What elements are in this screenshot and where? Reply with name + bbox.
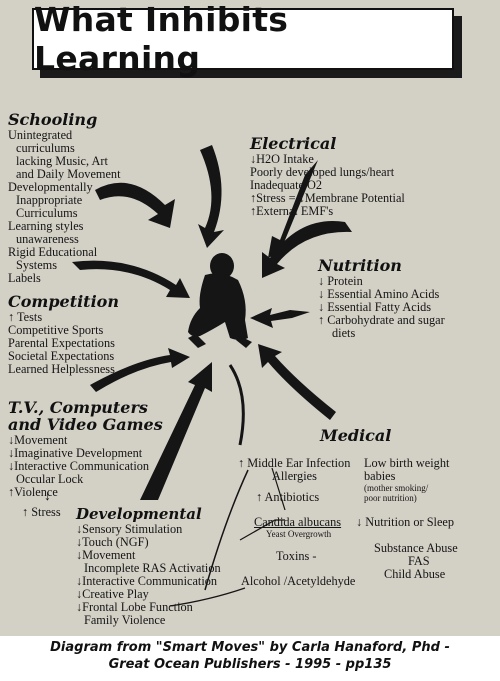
list-item: ↓Sensory Stimulation <box>76 521 183 536</box>
developmental-section: Developmental ↓Sensory Stimulation ↓Touc… <box>76 505 221 627</box>
caption: Diagram from "Smart Moves" by Carla Hana… <box>0 636 500 681</box>
arrow-from-upper-right <box>262 221 352 278</box>
schooling-section: Schooling Unintegrated curriculums lacki… <box>8 110 121 285</box>
list-item: unawareness <box>16 231 79 246</box>
electrical-list: ↓H2O Intake Poorly developed lungs/heart… <box>250 151 405 218</box>
electrical-section: Electrical ↓H2O Intake Poorly developed … <box>250 134 405 218</box>
caption-line-1: Diagram from "Smart Moves" by Carla Hana… <box>50 640 450 655</box>
medical-nutrition-sleep: ↓ Nutrition or Sleep <box>356 515 455 529</box>
medical-substance: Substance Abuse <box>374 541 458 555</box>
developmental-heading: Developmental <box>76 505 202 523</box>
list-item: ↓Frontal Lobe Function <box>76 599 193 614</box>
list-item: Learning styles <box>8 218 84 233</box>
nutrition-list: ↓ Protein ↓ Essential Amino Acids ↓ Esse… <box>318 273 445 340</box>
medical-low-birth-note-2: poor nutrition) <box>364 493 417 503</box>
line-allergies-to-candida <box>271 467 286 511</box>
list-item: Poorly developed lungs/heart <box>250 164 395 179</box>
medical-allergies: Allergies <box>272 469 317 483</box>
list-item: Family Violence <box>84 612 166 627</box>
list-item: ↓Movement <box>76 547 136 562</box>
line-toxins-to-alcohol <box>169 587 246 607</box>
arrow-from-competition <box>72 260 190 298</box>
list-item: ↓Interactive Communication <box>8 458 150 473</box>
medical-heading: Medical <box>320 426 392 445</box>
list-item: ↓ Essential Amino Acids <box>318 286 440 301</box>
list-item: Unintegrated <box>8 127 73 142</box>
tv-list: ↓Movement ↓Imaginative Development ↓Inte… <box>8 432 163 499</box>
arrow-from-electrical-left <box>198 145 224 248</box>
list-item: Competitive Sports <box>8 322 104 337</box>
list-item: Societal Expectations <box>8 348 115 363</box>
line-developmental-to-alcohol <box>204 469 249 591</box>
title-box: What Inhibits Learning <box>32 0 454 78</box>
arrow-from-schooling <box>95 182 175 228</box>
schooling-list: Unintegrated curriculums lacking Music, … <box>8 127 121 285</box>
arrow-from-nutrition <box>250 308 310 328</box>
list-item: lacking Music, Art <box>16 153 108 168</box>
arrow-from-developmental <box>140 362 212 500</box>
nutrition-section: Nutrition ↓ Protein ↓ Essential Amino Ac… <box>318 256 445 340</box>
list-item: Occular Lock <box>16 471 84 486</box>
list-item: Systems <box>16 257 57 272</box>
list-item: Learned Helplessness <box>8 361 115 376</box>
list-item: Parental Expectations <box>8 335 115 350</box>
electrical-heading: Electrical <box>250 134 337 153</box>
list-item: ↑ Tests <box>8 309 43 324</box>
tv-heading-line1: T.V., Computers <box>8 398 148 417</box>
list-item: ↑External EMF's <box>250 203 334 218</box>
list-item: Developmentally <box>8 179 93 194</box>
medical-child-abuse: Child Abuse <box>384 567 446 581</box>
arrow-from-tv <box>90 348 190 392</box>
list-item: Incomplete RAS Activation <box>84 560 221 575</box>
tv-heading-line2: and Video Games <box>8 414 163 434</box>
list-item: ↓Movement <box>8 432 68 447</box>
list-item: ↓ Essential Fatty Acids <box>318 299 432 314</box>
medical-antibiotics: ↑ Antibiotics <box>256 490 320 504</box>
medical-low-birth-2: babies <box>364 469 396 483</box>
list-item: diets <box>332 325 356 340</box>
list-item: ↓Creative Play <box>76 586 149 601</box>
curved-arrow-medical-to-center <box>228 364 245 446</box>
list-item: curriculums <box>16 140 75 155</box>
medical-fas: FAS <box>408 554 430 568</box>
medical-low-birth-note-1: (mother smoking/ <box>364 483 429 493</box>
nutrition-heading: Nutrition <box>318 256 402 275</box>
list-item: and Daily Movement <box>16 166 121 181</box>
medical-middle-ear: ↑ Middle Ear Infection <box>238 456 351 470</box>
list-item: ↓Interactive Communication <box>76 573 218 588</box>
list-item: Rigid Educational <box>8 244 98 259</box>
medical-candida: Candida albucans <box>254 515 342 529</box>
competition-list: ↑ Tests Competitive Sports Parental Expe… <box>8 309 119 376</box>
list-item: ↑Stress = ↓Membrane Potential <box>250 190 405 205</box>
caption-line-2: Great Ocean Publishers - 1995 - pp135 <box>108 657 392 672</box>
arrow-from-medical <box>258 344 336 420</box>
medical-toxins: Toxins - <box>276 549 317 563</box>
tv-stress: ↑ Stress <box>22 505 61 519</box>
list-item: Inadequate O2 <box>250 177 323 192</box>
list-item: ↑ Carbohydrate and sugar <box>318 312 445 327</box>
list-item: Inappropriate <box>16 192 83 207</box>
medical-alcohol: Alcohol /Acetyldehyde <box>241 574 356 588</box>
list-item: Labels <box>8 270 41 285</box>
list-item: ↓ Protein <box>318 273 363 288</box>
competition-heading: Competition <box>8 292 119 311</box>
list-item: ↑Violence <box>8 484 58 499</box>
list-item: ↓H2O Intake <box>250 151 314 166</box>
medical-low-birth-1: Low birth weight <box>364 456 450 470</box>
medical-yeast: Yeast Overgrowth <box>266 529 332 539</box>
child-figure <box>188 253 252 348</box>
tv-stress-arrow: ↓ <box>44 489 51 504</box>
list-item: ↓Imaginative Development <box>8 445 143 460</box>
arrow-from-electrical-right <box>268 160 318 258</box>
tv-section: T.V., Computers and Video Games ↓Movemen… <box>8 398 163 499</box>
list-item: Curriculums <box>16 205 78 220</box>
list-item: ↓Touch (NGF) <box>76 534 149 549</box>
developmental-list: ↓Sensory Stimulation ↓Touch (NGF) ↓Movem… <box>76 521 221 627</box>
competition-section: Competition ↑ Tests Competitive Sports P… <box>8 292 119 376</box>
arrow-middle-ear-down <box>239 519 285 541</box>
page-title: What Inhibits Learning <box>34 0 289 78</box>
schooling-heading: Schooling <box>8 110 98 129</box>
